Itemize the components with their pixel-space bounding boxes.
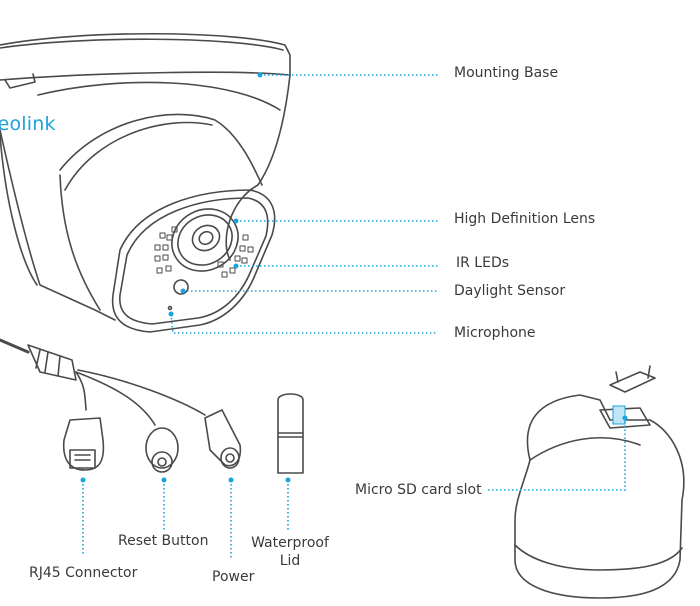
label-waterproof-line1: Waterproof [251,535,329,551]
label-lens: High Definition Lens [454,211,596,227]
label-waterproof-lid: Waterproof Lid [246,535,334,570]
leader-lines [82,74,626,560]
label-waterproof-line2: Lid [279,552,301,569]
label-daylight-sensor: Daylight Sensor [454,283,566,299]
label-rj45: RJ45 Connector [29,565,138,581]
sd-card-icon [612,405,626,425]
label-power: Power [212,569,255,585]
leader-dots [80,72,628,483]
label-mounting-base: Mounting Base [454,65,559,81]
second-camera-illustration [514,365,685,599]
label-reset: Reset Button [118,533,209,549]
cable-connectors-illustration [0,338,304,474]
label-ir-leds: IR LEDs [456,255,510,271]
dome-camera-illustration [0,32,291,333]
brand-logo: reolink [0,113,56,135]
label-sd-slot: Micro SD card slot [355,482,482,498]
label-microphone: Microphone [454,325,536,341]
